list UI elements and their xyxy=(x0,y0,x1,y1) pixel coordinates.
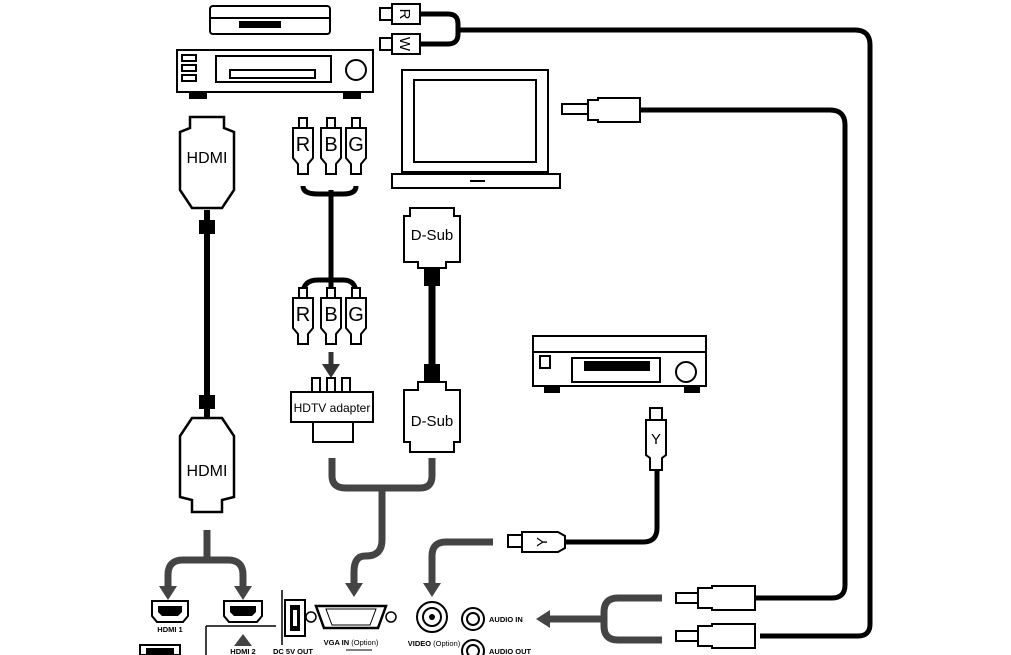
audio-jack-plug-icon xyxy=(561,97,641,123)
vga-in-label: VGA IN (Option) xyxy=(324,638,379,647)
rca-letter-label: G xyxy=(348,134,364,156)
audio-out-label: AUDIO OUT xyxy=(489,647,532,655)
video-label: VIDEO (Option) xyxy=(408,639,461,648)
rca-letter-label: G xyxy=(348,304,364,326)
vcr-right-icon xyxy=(532,335,707,393)
rca-plug-rca-top-2: G xyxy=(345,117,367,175)
rca-letter-label: B xyxy=(324,134,337,156)
dvd-player-icon xyxy=(209,5,331,35)
hdmi2-port: HDMI 2 xyxy=(223,600,263,655)
hdtv-adapter-icon: HDTV adapter xyxy=(290,377,374,443)
connector-paths xyxy=(164,458,662,644)
laptop-icon xyxy=(391,69,561,189)
rw-plugs: R W xyxy=(379,3,421,55)
dsub-top-label: D-Sub xyxy=(411,227,454,244)
rca-plug-rca-bottom-0: R xyxy=(292,287,314,345)
arrow-heads xyxy=(159,583,550,646)
audio-in-port: AUDIO IN xyxy=(461,607,523,631)
audio-in-plugs xyxy=(675,585,756,649)
hdmi1-port: HDMI 1 xyxy=(151,600,189,634)
rca-plug-rca-bottom-1: B xyxy=(320,287,342,345)
hdtv-adapter-label: HDTV adapter xyxy=(294,401,371,415)
video-plug-horizontal-label: Y xyxy=(534,537,551,547)
hdmi3-port-partial xyxy=(139,644,181,655)
hdmi2-port-label: HDMI 2 xyxy=(230,647,255,655)
hdmi-top-label: HDMI xyxy=(187,150,228,167)
video-plug-vertical-label: Y xyxy=(651,431,661,448)
rca-letter-label: R xyxy=(296,134,310,156)
audio-cables xyxy=(420,11,873,639)
audio-plug-w-label: W xyxy=(396,37,413,52)
rca-plug-rca-top-0: R xyxy=(292,117,314,175)
dsub-bottom-label: D-Sub xyxy=(411,413,454,430)
component-cable xyxy=(300,185,359,295)
video-plug-horizontal: Y xyxy=(507,531,566,553)
hdmi1-port-label: HDMI 1 xyxy=(157,625,182,634)
rca-plug-rca-top-1: B xyxy=(320,117,342,175)
usb-port: DC 5V OUT xyxy=(273,590,313,655)
video-port: VIDEO (Option) xyxy=(408,601,461,648)
video-plug-vertical: Y xyxy=(645,407,667,471)
audio-out-port: AUDIO OUT xyxy=(461,639,532,655)
rca-letter-label: R xyxy=(296,304,310,326)
arrow-down-icon xyxy=(322,352,340,378)
rca-letter-label: B xyxy=(324,304,337,326)
audio-in-label: AUDIO IN xyxy=(489,615,523,624)
dsub-cable: D-Sub D-Sub xyxy=(403,207,461,453)
hdmi-cable: HDMI HDMI xyxy=(178,115,236,514)
vcr-icon xyxy=(176,49,374,99)
audio-plug-r-label: R xyxy=(396,9,413,20)
hdmi-bottom-label: HDMI xyxy=(187,463,228,480)
rca-plug-rca-bottom-2: G xyxy=(345,287,367,345)
vga-port: VGA IN (Option) xyxy=(305,604,397,651)
dc-out-label: DC 5V OUT xyxy=(273,647,313,655)
